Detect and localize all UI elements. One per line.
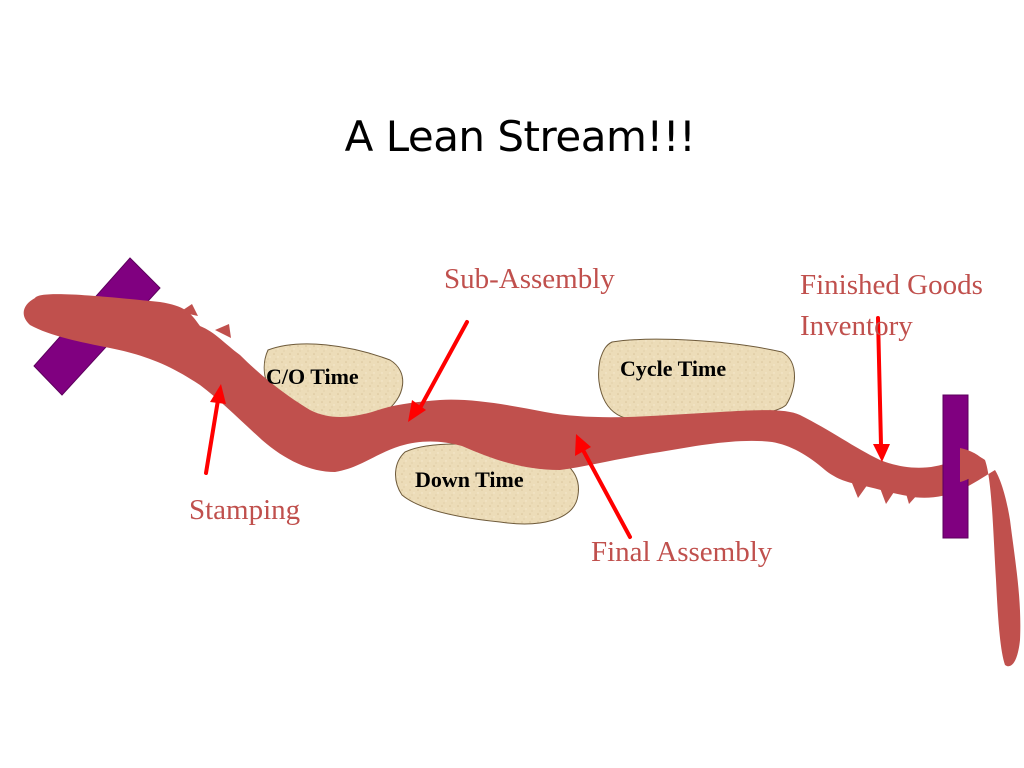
arrow-finished-goods — [873, 316, 890, 462]
rock-label-co-time: C/O Time — [266, 364, 359, 389]
stream-edge-texture — [180, 304, 918, 504]
arrow-stamping — [204, 384, 226, 475]
label-sub-assembly: Sub-Assembly — [444, 263, 615, 295]
stream — [23, 294, 1021, 667]
arrow-sub-assembly — [408, 320, 469, 422]
rock-label-down-time: Down Time — [415, 467, 524, 492]
label-stamping: Stamping — [189, 494, 301, 526]
label-finished-goods: Finished Goods — [800, 269, 983, 301]
arrow-final-assembly — [575, 434, 632, 539]
slide-title: A Lean Stream!!! — [344, 112, 696, 161]
label-final-assembly: Final Assembly — [591, 536, 773, 568]
rock-label-cycle-time: Cycle Time — [620, 356, 727, 381]
label-inventory: Inventory — [800, 310, 913, 342]
